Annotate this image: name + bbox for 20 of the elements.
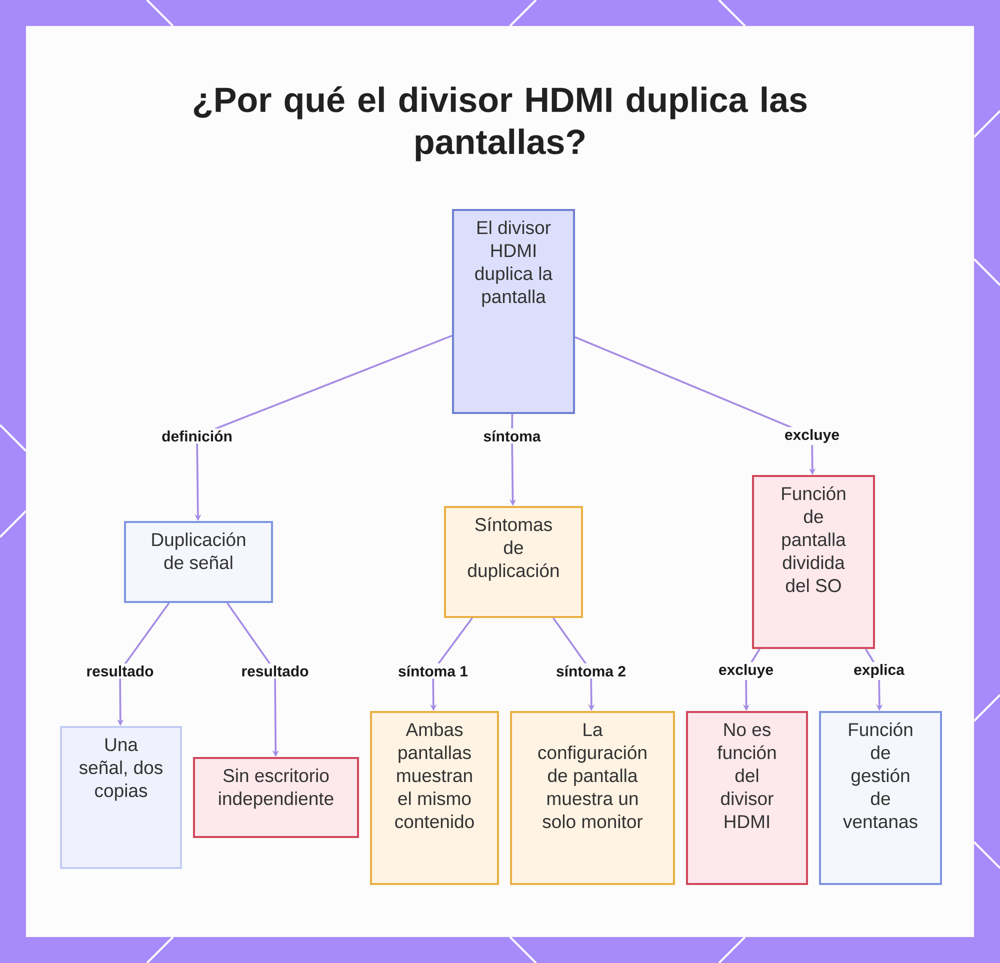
edge-label: síntoma (481, 428, 543, 444)
concept-box: No es función del divisor HDMI (686, 711, 808, 885)
edge-label: excluye (716, 662, 776, 680)
concept-box: El divisor HDMI duplica la pantalla (452, 209, 575, 414)
edge-label: resultado (84, 664, 156, 678)
edge-label: excluye (782, 427, 842, 445)
concept-box: Síntomas de duplicación (444, 506, 583, 618)
concept-box: Duplicación de señal (124, 521, 273, 603)
edge-label: síntoma 2 (554, 663, 628, 679)
concept-box: Función de gestión de ventanas (819, 711, 942, 885)
concept-box: Ambas pantallas muestran el mismo contenido (370, 711, 499, 885)
concept-box: Sin escritorio independiente (193, 757, 359, 838)
concept-box: Una señal, dos copias (60, 726, 182, 869)
title: ¿Por qué el divisor HDMI duplica las pantallas? (194, 86, 807, 162)
concept-box: La configuración de pantalla muestra un solo monitor (510, 711, 675, 885)
edge-label: explica (852, 662, 906, 680)
edge-label: definición (160, 428, 234, 444)
edge-label: resultado (239, 664, 311, 678)
concept-box: Función de pantalla dividida del SO (752, 475, 875, 649)
edge-label: síntoma 1 (396, 663, 470, 679)
